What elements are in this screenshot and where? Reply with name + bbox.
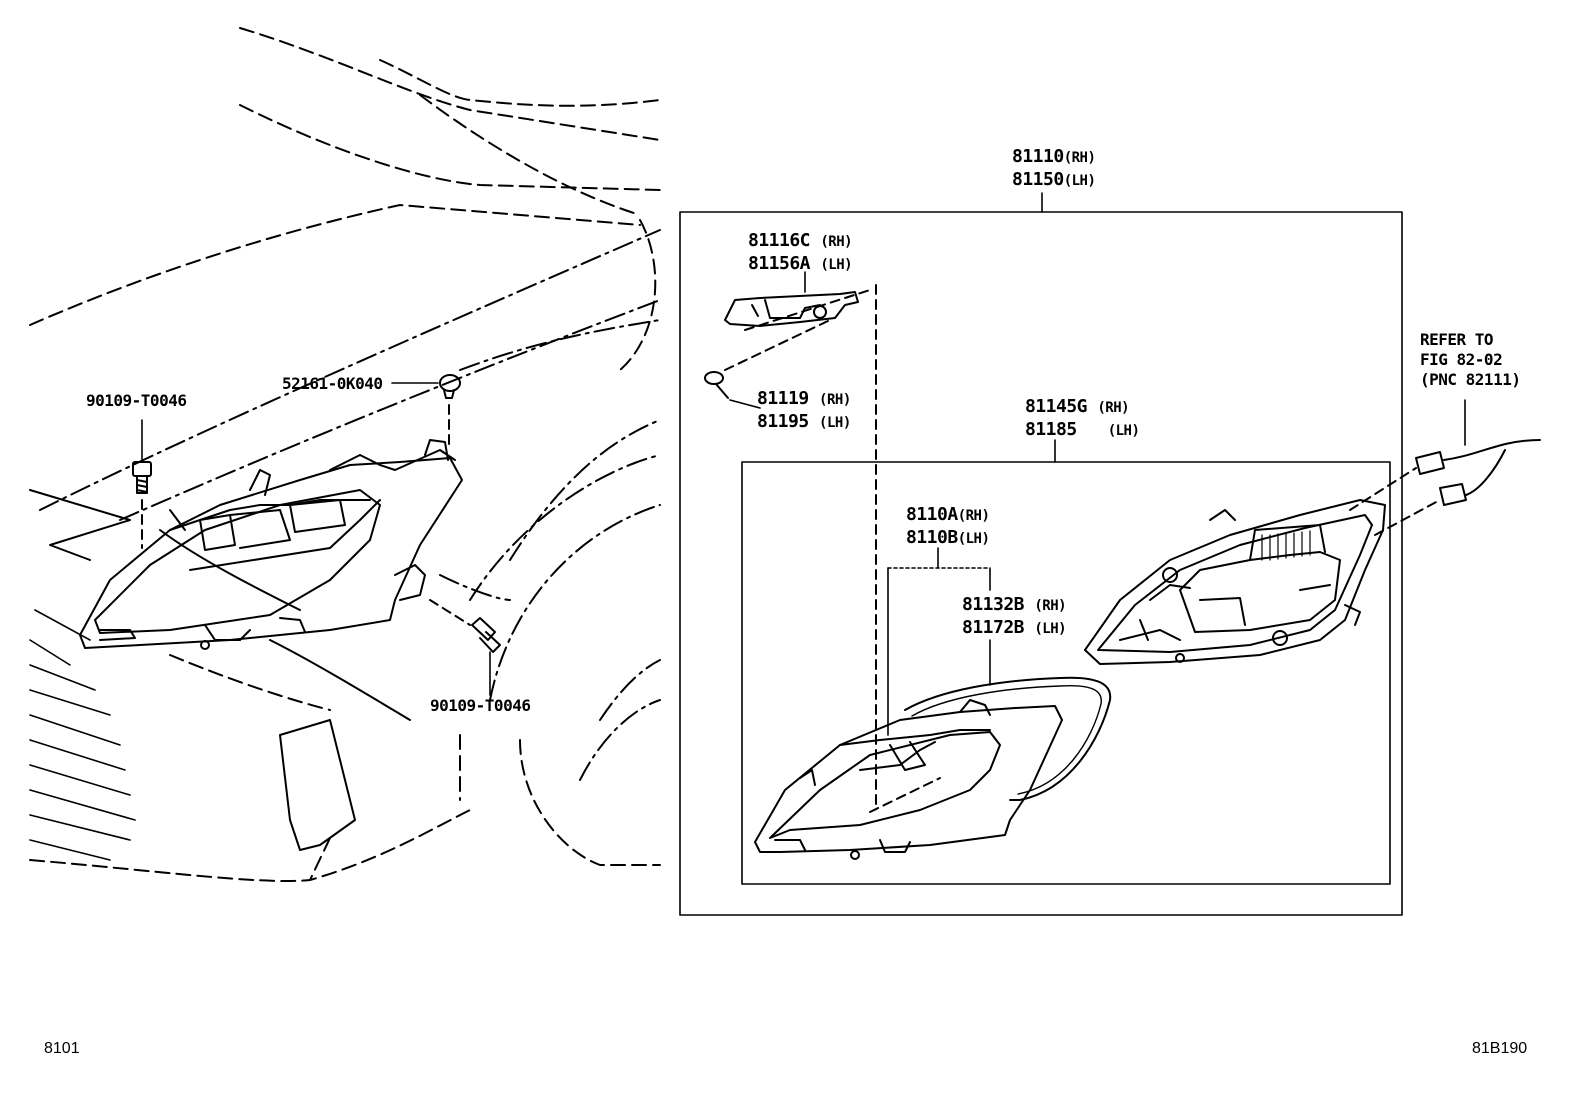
grille-hatching (29, 609, 136, 861)
bolt-right-label: 90109-T0046 (430, 696, 531, 715)
unit-label: 81145G (RH) 81185 (LH) (1025, 396, 1140, 440)
front-bumper-solid (29, 489, 411, 851)
clip-label: 52161-0K040 (282, 374, 383, 393)
lens-assembly-shape (754, 699, 1063, 860)
connector-wire (1349, 399, 1541, 536)
bracket-shape (724, 289, 871, 371)
gasket-shape (904, 676, 1112, 801)
unit-box (741, 461, 1391, 885)
page-code: 8101 (44, 1040, 80, 1057)
lens-sub-label: 8110A(RH) 8110B(LH) (906, 504, 990, 548)
installed-headlamp (79, 439, 463, 650)
vehicle-body-outline-dashdot (39, 229, 661, 781)
bolt-left-shape (132, 419, 152, 549)
assembly-box (679, 211, 1403, 916)
clip-shape (391, 374, 461, 451)
refer-label: REFER TO FIG 82-02 (PNC 82111) (1420, 330, 1521, 389)
bolt-left-label: 90109-T0046 (86, 391, 187, 410)
gasket-label: 81132B (RH) 81172B (LH) (962, 594, 1067, 638)
bracket-label: 81116C (RH) 81156A (LH) (748, 230, 853, 274)
assembly-label: 81110(RH) 81150(LH) (1012, 146, 1096, 190)
screw-shape (704, 371, 761, 409)
screw-label: 81119 (RH) 81195 (LH) (757, 388, 851, 432)
figure-code: 81B190 (1472, 1040, 1528, 1057)
lens-group-bracket (887, 547, 991, 736)
bolt-right-shape (429, 599, 501, 696)
vehicle-body-outline (29, 27, 661, 882)
rear-housing-shape (1084, 499, 1386, 665)
